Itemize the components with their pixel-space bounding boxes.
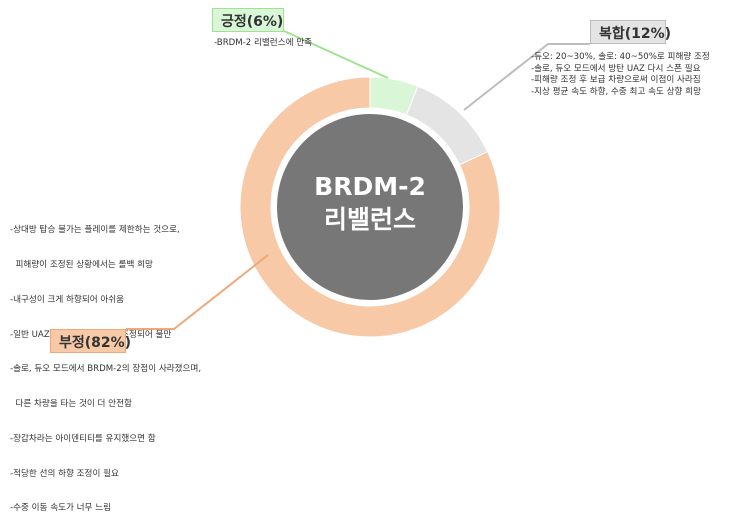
label-negative-text: 부정(82%) xyxy=(59,335,132,351)
note-negative-7: -장갑차라는 아이덴티티를 유지했으면 함 xyxy=(10,433,156,444)
leader-line-positive xyxy=(283,30,389,79)
note-negative-9: -수중 이동 속도가 너무 느림 xyxy=(10,503,111,514)
donut-center xyxy=(277,114,463,300)
note-negative-3: -내구성이 크게 하향되어 아쉬움 xyxy=(10,294,125,305)
leader-line-negative xyxy=(126,254,269,330)
note-mixed-1: -듀오: 20~30%, 솔로: 40~50%로 피해량 조정 xyxy=(531,52,710,62)
note-negative-6: 다른 차량을 타는 것이 더 안전함 xyxy=(10,399,132,410)
slice-negative xyxy=(239,76,501,338)
label-positive-text: 긍정(6%) xyxy=(221,14,284,30)
note-negative-5: -솔로, 듀오 모드에서 BRDM-2의 장점이 사라졌으며, xyxy=(10,364,202,375)
label-negative: 부정(82%) xyxy=(50,329,131,353)
leader-line-mixed xyxy=(463,43,590,111)
note-positive-1: -BRDM-2 리밸런스에 만족 xyxy=(214,38,313,48)
note-mixed-3: -피해량 조정 후 보급 차량으로써 이점이 사라짐 xyxy=(531,75,701,86)
chart-center-title: BRDM-2 리밸런스 xyxy=(270,170,470,236)
note-negative-8: -적당한 선의 하향 조정이 필요 xyxy=(10,468,119,479)
label-positive: 긍정(6%) xyxy=(212,8,284,32)
label-mixed-text: 복합(12%) xyxy=(599,26,672,42)
notes-positive: -BRDM-2 리밸런스에 만족 xyxy=(214,38,312,50)
notes-negative: -상대방 탑승 불가는 플레이를 제한하는 것으로, 피해량이 조정된 상황에서… xyxy=(10,202,201,527)
chart-title-line-1: BRDM-2 xyxy=(314,172,426,201)
notes-mixed: -듀오: 20~30%, 솔로: 40~50%로 피해량 조정 -솔로, 듀오 … xyxy=(531,52,710,98)
note-negative-2: 피해량이 조정된 상황에서는 롤백 희망 xyxy=(10,259,153,270)
note-negative-1: -상대방 탑승 불가는 플레이를 제한하는 것으로, xyxy=(10,225,180,236)
note-mixed-4: -지상 평균 속도 하향, 수중 최고 속도 상향 희망 xyxy=(531,86,701,97)
note-mixed-2: -솔로, 듀오 모드에서 방탄 UAZ 다시 스폰 필요 xyxy=(531,63,701,74)
chart-title-line-2: 리밸런스 xyxy=(323,205,416,234)
label-mixed: 복합(12%) xyxy=(590,20,671,44)
donut-chart xyxy=(126,30,590,338)
